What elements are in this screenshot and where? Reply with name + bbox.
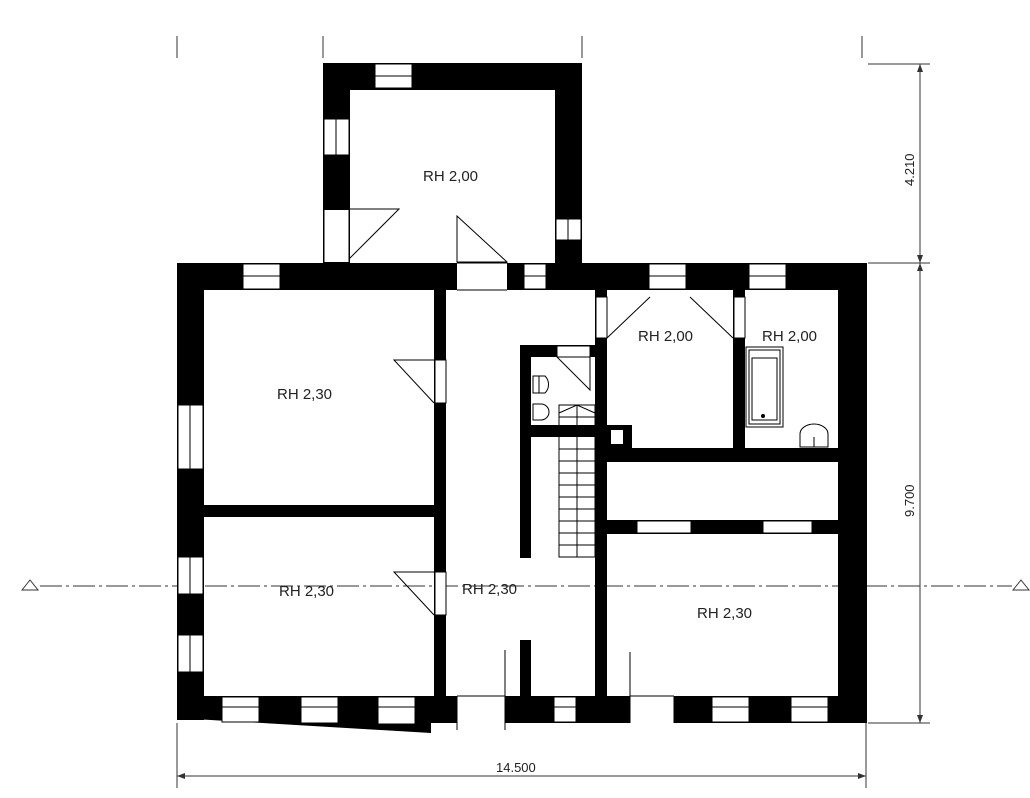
left-wall-openings	[177, 404, 204, 673]
toilet-icon	[532, 375, 549, 394]
staircase	[558, 404, 596, 558]
room-label-hallway: RH 2,30	[462, 581, 517, 598]
section-marker-right-icon	[1011, 579, 1030, 591]
dimension-lines: 4.210 9.700 14.500	[176, 36, 930, 788]
fixtures	[532, 346, 829, 448]
room-label-se: RH 2,30	[697, 605, 752, 622]
basin-icon	[532, 403, 550, 421]
section-marker-left-icon	[20, 579, 40, 591]
room-label-bathroom: RH 2,00	[762, 328, 817, 345]
room-label-ne: RH 2,00	[638, 328, 693, 345]
room-label-sw: RH 2,30	[279, 583, 334, 600]
room-label-nw: RH 2,30	[277, 386, 332, 403]
sink-icon	[799, 423, 829, 448]
room-label-annex: RH 2,00	[423, 168, 478, 185]
interior-walls	[204, 290, 838, 696]
bottom-wall-openings	[221, 650, 829, 730]
room-labels: RH 2,00 RH 2,30 RH 2,30 RH 2,30 RH 2,00 …	[277, 168, 817, 622]
bathtub-icon	[745, 346, 784, 428]
annex-walls	[323, 63, 582, 263]
dim-total-width: 14.500	[496, 760, 536, 775]
top-wall-openings	[242, 262, 787, 291]
dim-annex-height: 4.210	[902, 153, 917, 186]
dim-main-height: 9.700	[902, 484, 917, 517]
section-axis	[20, 579, 1030, 591]
